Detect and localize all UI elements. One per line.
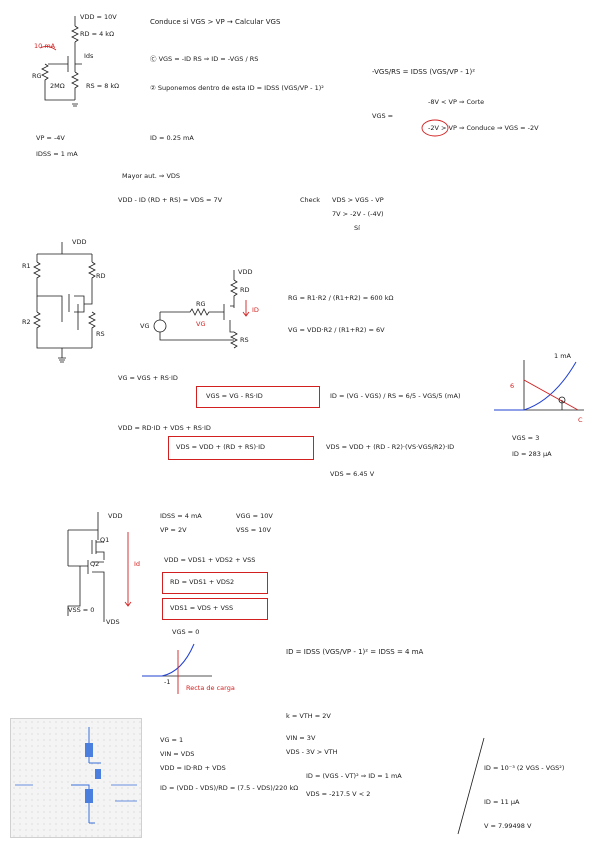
graph-vgs: VGS = 3 bbox=[512, 434, 540, 442]
ids-label: Ids bbox=[84, 52, 94, 60]
vdd-equation: VDD = RD·ID + VDS + RS·ID bbox=[118, 424, 211, 432]
vgs-option-1: -8V < VP ⇒ Corte bbox=[428, 98, 485, 106]
formula-3: ID = IDSS (VGS/VP - 1)² = IDSS = 4 mA bbox=[286, 648, 424, 656]
vds-4: VDS = -217.5 V < 2 bbox=[306, 790, 371, 798]
box-vgs bbox=[196, 386, 320, 408]
box-vds-text: VDS = VDD + (RD + RS)·ID bbox=[176, 443, 265, 451]
check-line-3: Sí bbox=[354, 224, 360, 232]
curve-3 bbox=[142, 643, 212, 694]
box-rd-text: RD = VDS1 + VDS2 bbox=[170, 578, 235, 586]
check-label: Check bbox=[300, 196, 320, 204]
red-circle bbox=[421, 119, 449, 137]
c3-id: Id bbox=[134, 560, 141, 568]
c2-rd: RD bbox=[96, 272, 106, 280]
box-rd bbox=[162, 572, 268, 594]
mayor-note: Mayor aut. ⇒ VDS bbox=[122, 172, 181, 180]
k-label: k = VTH = 2V bbox=[286, 712, 331, 720]
graph-six: 6 bbox=[510, 382, 515, 390]
vgs-label: VGS = bbox=[372, 112, 394, 120]
idss-label: IDSS = 1 mA bbox=[36, 150, 78, 158]
rg-value: 2MΩ bbox=[50, 82, 65, 90]
schematic-lines bbox=[15, 727, 137, 824]
minus-one: -1 bbox=[164, 678, 171, 686]
check-line-1: VDS > VGS - VP bbox=[332, 196, 384, 204]
vdd-4: VDD = ID·RD + VDS bbox=[160, 764, 226, 772]
c2b-id: ID bbox=[252, 306, 259, 314]
graph-top: 1 mA bbox=[554, 352, 571, 360]
vp-label: VP = -4V bbox=[36, 134, 65, 142]
rs-label: RS = 8 kΩ bbox=[86, 82, 120, 90]
v-val: V = 7.99498 V bbox=[484, 822, 532, 830]
divider-slash bbox=[457, 737, 485, 835]
box-vgs-text: VGS = VG - RS·ID bbox=[206, 392, 263, 400]
load-line-graph bbox=[494, 360, 584, 411]
graph-id: ID = 283 µA bbox=[512, 450, 552, 458]
c2b-rd: RD bbox=[240, 286, 250, 294]
graph-c: C bbox=[578, 416, 583, 424]
circuit-2b bbox=[153, 270, 250, 349]
vgg-3: VGG = 10V bbox=[236, 512, 273, 520]
kvl-3: VDD = VDS1 + VDS2 + VSS bbox=[164, 556, 256, 564]
vp-3: VP = 2V bbox=[160, 526, 187, 534]
recta-carga: Recta de carga bbox=[186, 684, 235, 692]
eq-c: Ⓒ VGS = -ID RS ⇒ ID = -VGS / RS bbox=[150, 55, 259, 63]
id-4: ID = (VDD - VDS)/RD = (7.5 - VDS)/220 kΩ bbox=[160, 784, 299, 792]
vg-4: VG = 1 bbox=[160, 736, 184, 744]
c2b-rs: RS bbox=[240, 336, 249, 344]
vds-equation-2: VDS = VDD + (RD - R2)·(VS·VGS/R2)·ID bbox=[326, 443, 455, 451]
cond-4: VDS - 3V > VTH bbox=[286, 748, 338, 756]
c2b-vg: VG bbox=[140, 322, 150, 330]
kvl-2: VG = VGS + RS·ID bbox=[118, 374, 178, 382]
rd-label: RD = 4 kΩ bbox=[80, 30, 115, 38]
vds-equation: VDD - ID (RD + RS) = VDS = 7V bbox=[118, 196, 223, 204]
vdd-label: VDD = 10V bbox=[80, 13, 117, 21]
check-line-2: 7V > -2V - (-4V) bbox=[332, 210, 384, 218]
c2b-red-vg: VG bbox=[196, 320, 206, 328]
rg-label: RG bbox=[32, 72, 42, 80]
c2-vdd: VDD bbox=[72, 238, 87, 246]
circuit-2 bbox=[33, 242, 96, 363]
id-label: ID = 0.25 mA bbox=[150, 134, 194, 142]
circuit-3 bbox=[67, 512, 132, 622]
idss-3: IDSS = 4 mA bbox=[160, 512, 202, 520]
id-eq-4: ID = (VGS - VT)² ⇒ ID = 1 mA bbox=[306, 772, 402, 780]
c2b-rg: RG bbox=[196, 300, 206, 308]
vgs-zero: VGS = 0 bbox=[172, 628, 200, 636]
rg-equation: RG = R1·R2 / (R1+R2) = 600 kΩ bbox=[288, 294, 394, 302]
circuit-1 bbox=[39, 16, 82, 107]
c2-r2: R2 bbox=[22, 318, 31, 326]
schematic-screenshot bbox=[10, 718, 142, 838]
vin-3v: VIN = 3V bbox=[286, 734, 316, 742]
vin-4: VIN = VDS bbox=[160, 750, 195, 758]
red-note: 10 mA bbox=[34, 42, 56, 50]
box-vds1 bbox=[162, 598, 268, 620]
conducts-note: Conduce si VGS > VP → Calcular VGS bbox=[150, 18, 281, 26]
vss-3: VSS = 10V bbox=[236, 526, 271, 534]
box-vds1-text: VDS1 = VDS + VSS bbox=[170, 604, 234, 612]
id-equation: ID = (VG - VGS) / RS = 6/5 - VGS/5 (mA) bbox=[330, 392, 461, 400]
eq-right: -VGS/RS = IDSS (VGS/VP - 1)² bbox=[372, 68, 476, 76]
vds-value: VDS = 6.45 V bbox=[330, 470, 375, 478]
vg-equation: VG = VDD·R2 / (R1+R2) = 6V bbox=[288, 326, 385, 334]
vgs-option-2: -2V > VP ⇒ Conduce ⇒ VGS = -2V bbox=[428, 124, 539, 132]
id-val: ID = 11 µA bbox=[484, 798, 520, 806]
id-right: ID = 10⁻³ (2 VGS - VGS²) bbox=[484, 764, 565, 772]
c3-vds: VDS bbox=[106, 618, 120, 626]
box-vds bbox=[168, 436, 314, 460]
c3-vdd: VDD bbox=[108, 512, 123, 520]
eq-2: ② Suponemos dentro de esta ID = IDSS (VG… bbox=[150, 84, 324, 92]
c3-q2: Q2 bbox=[90, 560, 100, 568]
c2-r1: R1 bbox=[22, 262, 31, 270]
c3-vss0: VSS = 0 bbox=[68, 606, 95, 614]
c3-q1: Q1 bbox=[100, 536, 110, 544]
c2b-vdd: VDD bbox=[238, 268, 253, 276]
c2-rs: RS bbox=[96, 330, 105, 338]
